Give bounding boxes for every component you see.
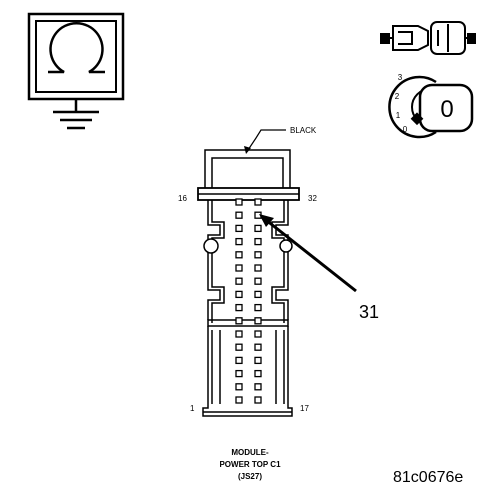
cavity <box>235 356 243 365</box>
cavity <box>235 211 243 219</box>
connector-plug-icon <box>380 21 476 55</box>
cavity <box>254 251 262 259</box>
cavity <box>254 396 262 404</box>
cavity <box>254 224 262 233</box>
connector-name-line1: MODULE- <box>231 448 269 457</box>
wire-color-label: BLACK <box>290 126 317 135</box>
cavity <box>235 396 243 404</box>
pin-label-32: 32 <box>308 194 317 203</box>
cavity <box>235 264 243 272</box>
cavity <box>235 317 243 325</box>
cavity <box>254 237 262 246</box>
cavity <box>235 224 243 233</box>
connector-code: (JS27) <box>238 472 262 481</box>
callout-number: 31 <box>359 302 379 322</box>
cavity <box>254 383 262 391</box>
ignition-position-3: 3 <box>398 73 403 82</box>
cavity <box>254 277 262 285</box>
cavity <box>235 369 243 378</box>
cavity <box>235 237 243 246</box>
cavity <box>235 330 243 338</box>
pin-callout-leader <box>259 214 357 293</box>
cavity <box>254 264 262 272</box>
cavity <box>254 330 262 338</box>
connector-body <box>197 149 300 417</box>
connector-cavities <box>235 198 262 404</box>
cavity <box>235 383 243 391</box>
cavity <box>254 303 262 312</box>
cavity <box>254 343 262 351</box>
cavity <box>235 277 243 285</box>
pin-label-17: 17 <box>300 404 309 413</box>
pin-label-16: 16 <box>178 194 187 203</box>
connector-name-line2: POWER TOP C1 <box>219 460 281 469</box>
cavity <box>254 356 262 365</box>
cavity <box>235 251 243 259</box>
cavity <box>254 290 262 299</box>
cavity <box>235 343 243 351</box>
ignition-position-2: 2 <box>395 92 400 101</box>
cavity <box>235 303 243 312</box>
key-position-label: 0 <box>440 96 453 123</box>
ignition-position-1: 1 <box>396 111 401 120</box>
ignition-position-0: 0 <box>403 125 408 134</box>
figure-id: 81c0676e <box>393 469 463 486</box>
ohmmeter-ground-icon <box>27 12 125 130</box>
ignition-switch-icon: 0 3 2 1 0 <box>388 73 474 139</box>
cavity <box>235 198 243 206</box>
cavity <box>254 369 262 378</box>
cavity <box>254 198 262 206</box>
pin-label-1: 1 <box>190 404 195 413</box>
cavity <box>254 317 262 325</box>
cavity <box>235 290 243 299</box>
